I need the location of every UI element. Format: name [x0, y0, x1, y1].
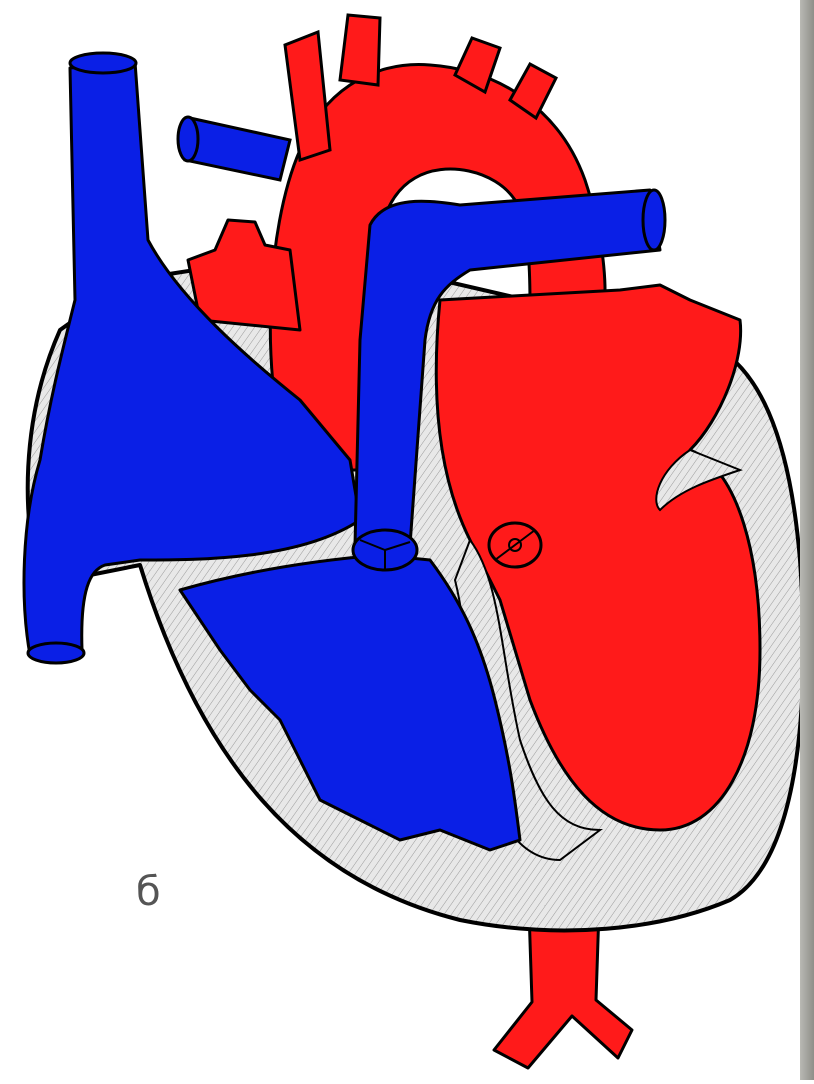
figure-label: б	[136, 872, 161, 912]
pulmonary-artery-branch-left-opening	[178, 117, 198, 161]
pulmonary-artery-branch-left	[185, 118, 290, 180]
inferior-vena-cava-opening	[28, 643, 84, 663]
side-bar	[800, 0, 814, 1080]
aortic-branch-2	[340, 15, 380, 85]
pulmonary-artery-branch-right-opening	[643, 190, 665, 250]
mitral-valve	[489, 523, 541, 567]
tricuspid-valve	[353, 530, 417, 570]
aortic-branch-1	[285, 32, 330, 160]
superior-vena-cava-opening	[70, 53, 136, 73]
